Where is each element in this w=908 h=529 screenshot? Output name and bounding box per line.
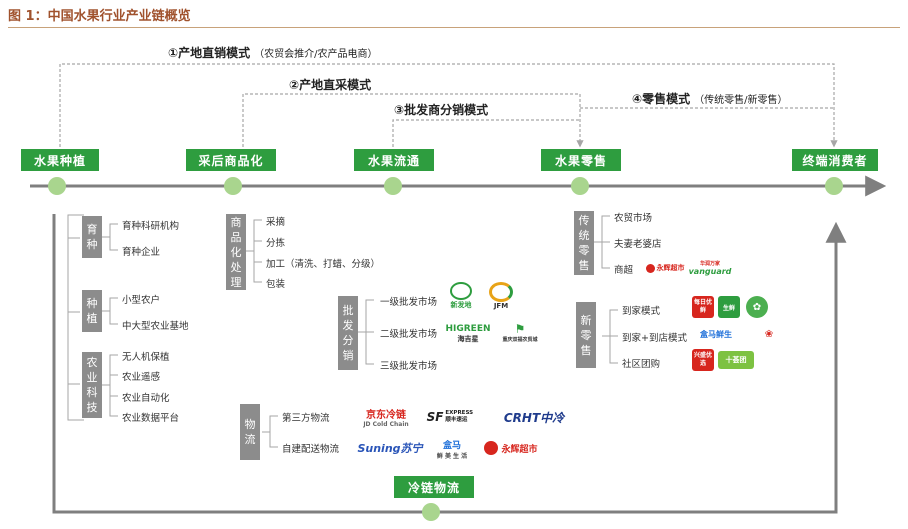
item-farmers-market: 农贸市场: [614, 213, 653, 224]
item-automation: 农业自动化: [122, 393, 170, 404]
box-new-retail: 新零售: [576, 302, 596, 368]
logo-chongqing: ⚑ 重庆双福农贸城: [502, 321, 538, 343]
node-consumer: [825, 177, 843, 195]
logo-yonghui-logistics: 永辉超市: [480, 438, 542, 458]
node-planting: [48, 177, 66, 195]
mode-3-label: ③批发商分销模式: [394, 103, 489, 117]
logo-jfm: JFM: [484, 282, 518, 310]
item-sorting: 分拣: [266, 238, 286, 249]
item-home-and-store: 到家+到店模式: [622, 333, 687, 344]
node-cold-chain: [422, 503, 440, 521]
stage-postharvest: 采后商品化: [186, 149, 276, 171]
item-wholesale-2: 二级批发市场: [380, 329, 438, 340]
box-wholesale: 批发分销: [338, 296, 358, 370]
node-circulation: [384, 177, 402, 195]
cold-chain-loop: [52, 214, 847, 514]
logo-jd-cold-chain: 京东冷链 JD Cold Chain: [363, 410, 409, 428]
mode3-line: [392, 119, 580, 152]
item-remote-sensing: 农业遥感: [122, 372, 161, 383]
box-postharvest: 商品化处理: [226, 214, 246, 290]
mode-4-label: ④零售模式（传统零售/新零售）: [632, 92, 788, 106]
node-retail: [571, 177, 589, 195]
box-traditional-retail: 传统零售: [574, 211, 594, 275]
item-drone: 无人机保植: [122, 352, 170, 363]
item-large-base: 中大型农业基地: [122, 321, 189, 332]
logo-suning: Suning苏宁: [357, 442, 423, 455]
logo-mascot: ❀: [764, 328, 774, 340]
mode1-line: [59, 63, 838, 152]
item-breeding-research: 育种科研机构: [122, 221, 180, 232]
logo-missfresh: 每日优鲜: [692, 296, 714, 318]
logo-vanguard: 华润万家 vanguard: [688, 261, 732, 276]
logo-sf: SF EXPRESS 顺丰速运: [426, 410, 474, 424]
logo-hema-logistics: 盒马 鲜 美 生 活: [436, 441, 468, 460]
yonghui-icon: [484, 441, 499, 455]
stage-circulation: 水果流通: [354, 149, 434, 171]
jfm-icon: [489, 282, 513, 302]
stage-planting: 水果种植: [21, 149, 99, 171]
mode-1-label: ①产地直销模式（农贸会推介/农产品电商）: [168, 46, 378, 60]
stage-retail: 水果零售: [541, 149, 621, 171]
logo-xingsheng: 兴盛优选: [692, 349, 714, 371]
item-wholesale-3: 三级批发市场: [380, 361, 438, 372]
item-to-home: 到家模式: [622, 306, 661, 317]
figure-title: 图 1：中国水果行业产业链概览: [8, 9, 191, 24]
chongqing-icon: ⚑: [514, 321, 526, 336]
item-self-logistics: 自建配送物流: [282, 444, 340, 455]
logo-shihuituan: 十荟团: [718, 351, 754, 369]
item-processing: 加工（清洗、打蜡、分级）: [266, 259, 381, 270]
item-breeding-enterprise: 育种企业: [122, 247, 161, 258]
xinfadi-icon: [450, 282, 472, 300]
logo-xinfadi: 新发地: [446, 282, 476, 310]
box-breeding: 育种: [82, 216, 102, 258]
logo-app-icon: ✿: [746, 296, 768, 318]
item-data-platform: 农业数据平台: [122, 413, 180, 424]
item-packaging: 包装: [266, 279, 286, 290]
logo-yonghui-retail: 永辉超市: [644, 260, 686, 276]
logo-higreen: HIGREEN 海吉星: [445, 324, 491, 343]
yonghui-retail-icon: [645, 263, 655, 273]
item-wholesale-1: 一级批发市场: [380, 297, 438, 308]
item-mom-pop-store: 夫妻老婆店: [614, 239, 662, 250]
stage-consumer: 终端消费者: [792, 149, 878, 171]
mode2-line: [242, 93, 584, 152]
box-agritech: 农业科技: [82, 352, 102, 418]
box-logistics: 物流: [240, 404, 260, 460]
logo-hema-fresh: 盒马鲜生: [700, 329, 732, 339]
item-small-farmer: 小型农户: [122, 295, 161, 306]
logo-fresh: 生鲜: [718, 296, 740, 318]
title-divider: [8, 27, 900, 28]
mode-2-label: ②产地直采模式: [289, 78, 372, 92]
item-3pl: 第三方物流: [282, 413, 330, 424]
node-postharvest: [224, 177, 242, 195]
cold-chain-label: 冷链物流: [394, 476, 474, 498]
logo-crht: CRHT中冷: [503, 410, 565, 425]
item-picking: 采摘: [266, 217, 286, 228]
item-supermarket: 商超: [614, 265, 634, 276]
item-community-group: 社区团购: [622, 359, 661, 370]
box-growing: 种植: [82, 290, 102, 332]
